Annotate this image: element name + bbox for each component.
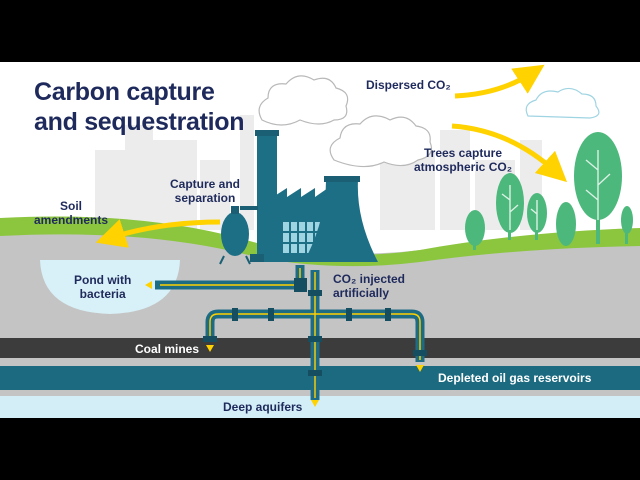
label-soil-line-1: Soil [60, 199, 83, 213]
pipe-joints [203, 278, 427, 376]
label-pond-line-1: Pond with [74, 273, 132, 287]
label-pond-bacteria: Pond with bacteria [74, 273, 131, 301]
tree-branches [501, 150, 611, 230]
pond [40, 260, 180, 314]
label-trees-line-1: Trees capture [423, 146, 503, 160]
label-trees-capture: Trees capture atmospheric CO₂ [414, 146, 512, 174]
label-soil-line-2: amendments [34, 213, 109, 227]
label-dispersed-co2: Dispersed CO₂ [366, 78, 451, 92]
pipe-outlet-arrows [145, 281, 424, 407]
label-capture-line-1: Capture and [170, 177, 241, 191]
label-injected-line-1: CO₂ injected [333, 272, 406, 286]
label-capture-line-2: separation [174, 191, 236, 205]
label-capture-separation: Capture and separation [170, 177, 240, 205]
label-soil-amendments: Soil amendments [34, 199, 108, 227]
aquifer-layer [0, 396, 640, 418]
label-deep-aquifers: Deep aquifers [223, 400, 303, 414]
coal-layer [0, 338, 640, 358]
label-coal-mines: Coal mines [135, 342, 200, 356]
soil-layer [0, 358, 640, 366]
yellow-arrow-icon [95, 64, 568, 248]
page-title: Carbon capture and sequestration [34, 77, 245, 137]
label-pond-line-2: bacteria [79, 287, 126, 301]
smoke-cloud-icon [258, 75, 433, 168]
label-injected-line-2: artificially [333, 286, 390, 300]
title-line-1: Carbon capture [34, 78, 215, 106]
title-line-2: and sequestration [34, 108, 245, 136]
factory-icon [219, 130, 378, 265]
label-depleted-reservoirs: Depleted oil gas reservoirs [438, 371, 592, 385]
label-co2-injected: CO₂ injected artificially [333, 272, 405, 300]
cloud-icon [525, 87, 600, 119]
label-trees-line-2: atmospheric CO₂ [414, 160, 513, 174]
ground-surface [0, 227, 640, 338]
city-skyline [95, 115, 542, 230]
rock-layer [0, 390, 640, 396]
